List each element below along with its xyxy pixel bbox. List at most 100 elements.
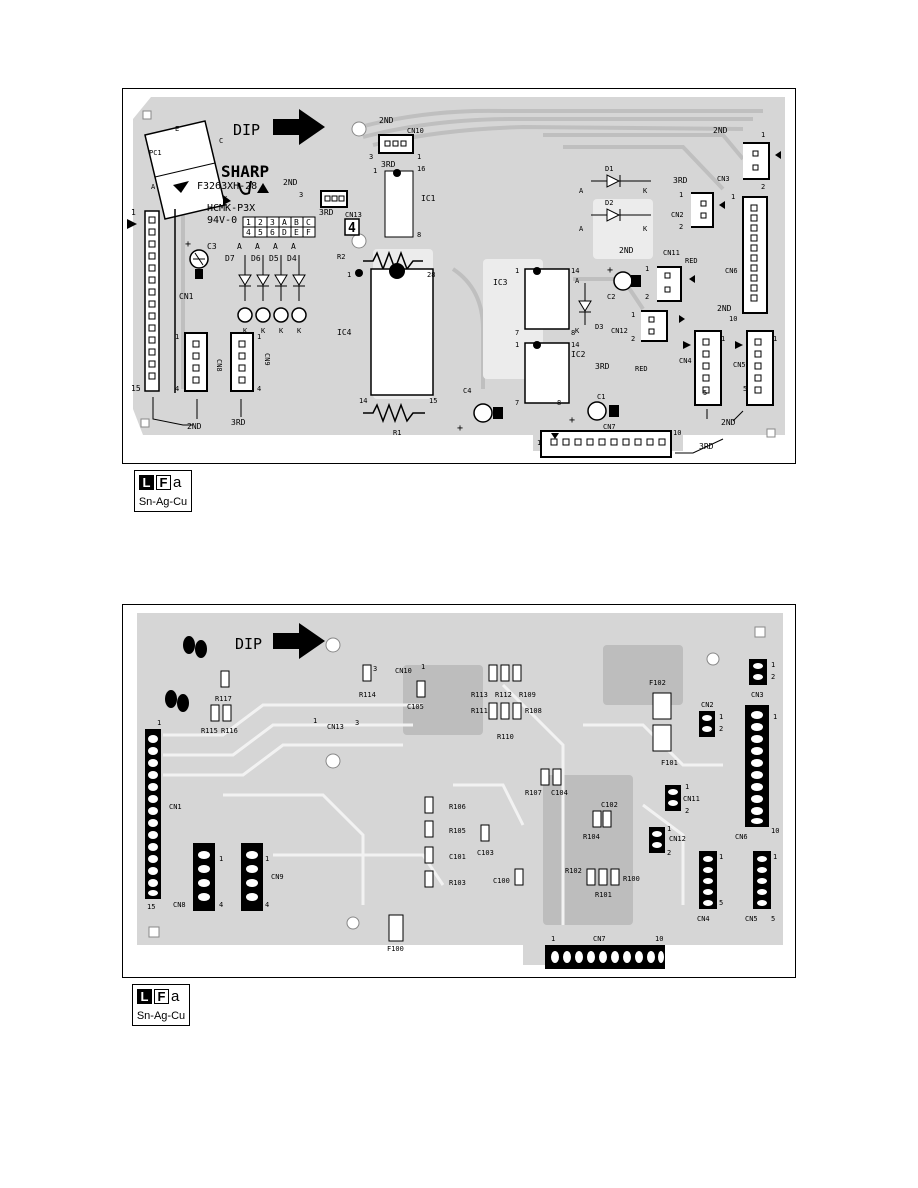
svg-text:+: + xyxy=(569,415,575,426)
svg-text:10: 10 xyxy=(673,429,681,437)
svg-text:3: 3 xyxy=(270,218,275,227)
cn12-pads: 1 CN12 2 xyxy=(649,825,686,857)
r1-resistor: R1 xyxy=(363,402,425,437)
warning-triangle-icon xyxy=(223,195,231,205)
svg-text:D6: D6 xyxy=(251,254,261,263)
svg-text:C: C xyxy=(219,137,223,145)
d1-diode: D1 A K xyxy=(579,165,651,195)
svg-text:D7: D7 xyxy=(225,254,235,263)
svg-text:R110: R110 xyxy=(497,733,514,741)
component-side-diagram: DIP PC1 E C A K SHARP F3263XH-28 HCMK-P3… xyxy=(127,97,785,458)
svg-text:1: 1 xyxy=(515,267,519,275)
board-code: HCMK-P3X xyxy=(207,203,255,214)
svg-text:C103: C103 xyxy=(477,849,494,857)
svg-text:CN6: CN6 xyxy=(735,833,748,841)
dip-direction-arrow-icon xyxy=(273,623,325,659)
svg-text:D1: D1 xyxy=(605,165,613,173)
r117-resistor xyxy=(220,670,230,688)
r107-resistor xyxy=(540,768,550,786)
svg-text:CN12: CN12 xyxy=(611,327,628,335)
c1-capacitor: C1 CN7 + xyxy=(569,393,619,431)
svg-text:1: 1 xyxy=(773,853,777,861)
svg-text:1: 1 xyxy=(157,719,161,727)
svg-text:3: 3 xyxy=(373,665,377,673)
solder-alloy: Sn-Ag-Cu xyxy=(136,1010,186,1022)
svg-text:CN2: CN2 xyxy=(701,701,714,709)
svg-text:1: 1 xyxy=(175,333,179,341)
svg-text:6: 6 xyxy=(270,228,275,237)
svg-text:D4: D4 xyxy=(287,254,297,263)
svg-text:R105: R105 xyxy=(449,827,466,835)
svg-text:R115: R115 xyxy=(201,727,218,735)
svg-text:C3: C3 xyxy=(207,242,217,251)
svg-text:CN4: CN4 xyxy=(679,357,692,365)
c2-capacitor: C2 + xyxy=(607,265,641,301)
svg-text:4: 4 xyxy=(175,385,179,393)
svg-text:1: 1 xyxy=(265,855,269,863)
svg-text:D3: D3 xyxy=(595,323,603,331)
svg-text:CN8: CN8 xyxy=(173,901,186,909)
svg-text:F102: F102 xyxy=(649,679,666,687)
svg-text:2: 2 xyxy=(645,293,649,301)
cn5-connector: CN5 1 5 2ND xyxy=(721,330,777,427)
svg-text:CN9: CN9 xyxy=(263,353,271,366)
svg-text:2: 2 xyxy=(667,849,671,857)
r108-resistor xyxy=(512,702,522,720)
svg-text:5: 5 xyxy=(771,915,775,923)
svg-text:10: 10 xyxy=(655,935,663,943)
svg-text:CN7: CN7 xyxy=(593,935,606,943)
c102-capacitor xyxy=(592,810,602,828)
svg-text:K: K xyxy=(261,327,266,335)
svg-text:A: A xyxy=(237,242,242,251)
svg-text:2ND: 2ND xyxy=(619,246,634,255)
svg-text:R113: R113 xyxy=(471,691,488,699)
dip-direction-arrow-icon xyxy=(273,109,325,145)
svg-text:C101: C101 xyxy=(449,853,466,861)
svg-text:E: E xyxy=(294,228,299,237)
lead-free-l: L xyxy=(139,475,154,490)
svg-text:R109: R109 xyxy=(519,691,536,699)
cn6-pads: 1 10 CN6 xyxy=(735,705,779,841)
svg-text:CN5: CN5 xyxy=(733,361,746,369)
d3-diode: A K D3 xyxy=(575,277,603,335)
svg-text:C2: C2 xyxy=(607,293,615,301)
c4-capacitor: C4 + xyxy=(457,387,503,434)
svg-text:CN3: CN3 xyxy=(717,175,730,183)
svg-text:14: 14 xyxy=(359,397,367,405)
part-number: F3263XH-28 xyxy=(197,181,257,192)
svg-text:4: 4 xyxy=(219,901,223,909)
svg-text:C: C xyxy=(306,218,311,227)
svg-text:2: 2 xyxy=(719,725,723,733)
svg-text:K: K xyxy=(243,327,248,335)
svg-text:CN4: CN4 xyxy=(697,915,710,923)
svg-text:2: 2 xyxy=(771,673,775,681)
svg-text:1: 1 xyxy=(347,271,351,279)
lead-free-f: F xyxy=(156,475,171,490)
c100-capacitor xyxy=(514,868,524,886)
svg-text:A: A xyxy=(291,242,296,251)
c3-capacitor: C3 + xyxy=(185,239,217,279)
r100-resistor xyxy=(610,868,620,886)
svg-text:10: 10 xyxy=(729,315,737,323)
svg-text:+: + xyxy=(607,265,613,276)
svg-text:1: 1 xyxy=(515,341,519,349)
cn11-connector: CN11 RED 1 2 2ND xyxy=(619,246,698,302)
svg-text:10: 10 xyxy=(771,827,779,835)
svg-text:7: 7 xyxy=(515,399,519,407)
svg-text:1: 1 xyxy=(679,191,683,199)
svg-text:3: 3 xyxy=(355,719,359,727)
cn1-pads: 1 CN1 15 xyxy=(145,719,182,911)
warning-triangle-icon xyxy=(257,183,269,193)
svg-text:5: 5 xyxy=(719,899,723,907)
svg-text:3RD: 3RD xyxy=(699,442,714,451)
svg-text:4: 4 xyxy=(265,901,269,909)
svg-text:15: 15 xyxy=(147,903,155,911)
svg-text:CN10: CN10 xyxy=(407,127,424,135)
svg-text:3: 3 xyxy=(369,153,373,161)
svg-text:A: A xyxy=(579,225,584,233)
svg-text:16: 16 xyxy=(417,165,425,173)
svg-text:2ND: 2ND xyxy=(379,116,394,125)
f100-fuse xyxy=(388,914,404,942)
cn9-pads: 1 CN9 4 xyxy=(241,843,284,911)
r110-resistor xyxy=(500,702,510,720)
